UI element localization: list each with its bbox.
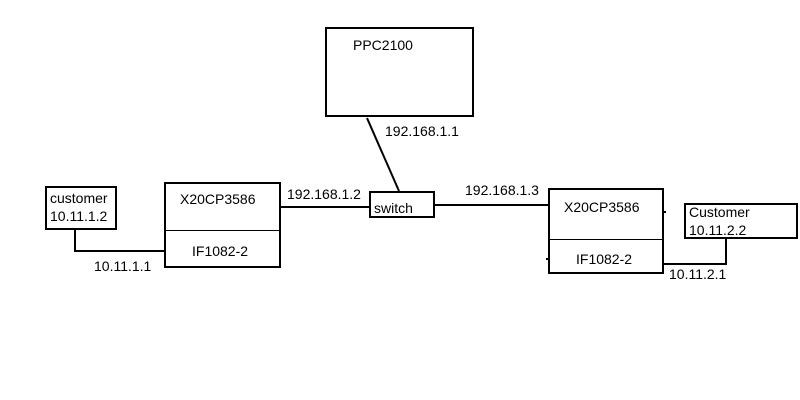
switch-label: switch bbox=[374, 200, 413, 216]
left-if-ip-label: 10.11.1.1 bbox=[94, 258, 152, 274]
right-plc-box bbox=[548, 188, 664, 274]
right-if-ip-label: 10.11.2.1 bbox=[669, 266, 727, 282]
left-customer-name: customer bbox=[50, 190, 108, 206]
right-customer-ip: 10.11.2.2 bbox=[689, 222, 747, 238]
right-plc-ip-label: 192.168.1.3 bbox=[465, 182, 539, 198]
left-plc-ip-label: 192.168.1.2 bbox=[287, 186, 361, 202]
left-customer-box bbox=[45, 186, 117, 230]
left-plc-divider bbox=[164, 230, 281, 231]
right-customer-box bbox=[684, 203, 798, 239]
switch-box bbox=[369, 191, 435, 218]
ppc-box bbox=[325, 27, 474, 117]
link-right-if-customer bbox=[663, 239, 727, 265]
link-ppc-switch bbox=[366, 117, 400, 192]
ppc-ip-label: 192.168.1.1 bbox=[385, 123, 459, 139]
ppc-label: PPC2100 bbox=[353, 37, 413, 53]
left-plc-cpu-label: X20CP3586 bbox=[180, 191, 256, 207]
left-plc-box bbox=[164, 182, 281, 268]
right-plc-cpu-label: X20CP3586 bbox=[564, 199, 640, 215]
left-plc-module-label: IF1082-2 bbox=[192, 243, 249, 259]
left-customer-ip: 10.11.1.2 bbox=[50, 208, 108, 224]
right-plc-module-label: IF1082-2 bbox=[576, 251, 633, 267]
right-customer-name: Customer bbox=[689, 204, 750, 220]
link-left-customer-if bbox=[74, 230, 165, 252]
right-plc-divider bbox=[548, 239, 664, 240]
